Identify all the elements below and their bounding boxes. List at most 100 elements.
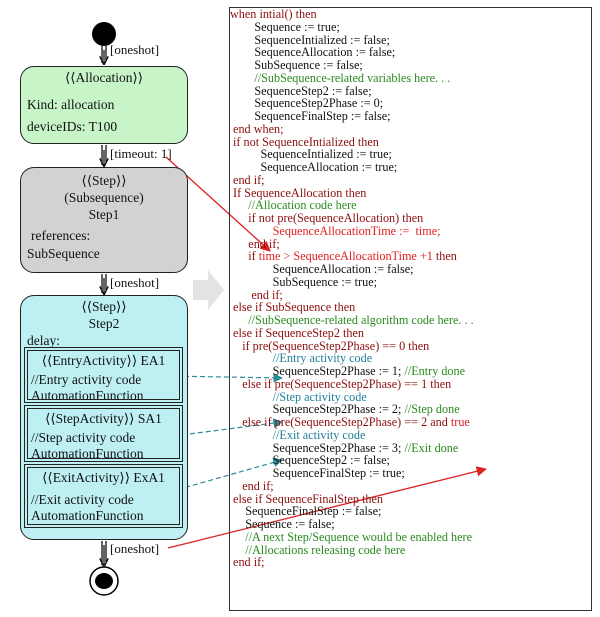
step1-name: Step1 (88, 207, 120, 222)
pointer-arrow-icon (193, 270, 224, 310)
code-line: If SequenceAllocation then (230, 185, 474, 200)
exit-activity-box[interactable]: ⟨⟨ExitActivity⟩⟩ ExA1 //Exit activity co… (24, 464, 183, 528)
code-line: Sequence := false; (230, 518, 474, 531)
code-token: //Step activity code (272, 389, 367, 404)
step-activity-box[interactable]: ⟨⟨StepActivity⟩⟩ SA1 //Step activity cod… (24, 405, 183, 462)
code-line: end if; (230, 236, 474, 251)
code-line: end if; (230, 478, 474, 493)
code-token: end when; (233, 121, 284, 136)
exit-activity-function: AutomationFunction (31, 508, 144, 523)
code-token: If SequenceAllocation then (233, 185, 367, 200)
code-token: else if SequenceFinalStep then (233, 491, 383, 506)
code-line: if not SequenceIntialized then (230, 135, 474, 149)
code-token: SubSequence := true; (272, 274, 378, 289)
code-token: SequenceStep2 := false; (254, 83, 372, 98)
code-line: SequenceStep2Phase := 0; (230, 97, 474, 110)
code-token: SequenceAllocation := true; (260, 160, 398, 174)
code-token: //Exit activity code (272, 427, 366, 442)
code-line: SequenceFinalStep := false; (230, 505, 474, 518)
code-token: end if; (242, 478, 274, 493)
step-activity-comment: //Step activity code (31, 430, 136, 445)
entry-activity-title: ⟨⟨EntryActivity⟩⟩ EA1 (41, 353, 166, 368)
code-token: //Allocation code here (248, 198, 357, 213)
code-line: //Step activity code (230, 389, 474, 404)
code-token: //SubSequence-related variables here. . … (254, 70, 451, 85)
code-listing: when intial() then Sequence := true; Seq… (230, 8, 474, 569)
code-token: end if; (251, 287, 283, 302)
initial-node (92, 22, 116, 46)
code-token: SequenceIntialized := false; (254, 32, 390, 47)
code-line: SequenceStep2Phase := 3; //Exit done (230, 440, 474, 455)
code-line: end if; (230, 287, 474, 302)
code-line: SequenceAllocationTime := time; (230, 223, 474, 238)
code-line: else if SequenceFinalStep then (230, 491, 474, 506)
allocation-device: deviceIDs: T100 (27, 119, 118, 134)
code-token: time > SequenceAllocationTime +1 (258, 249, 433, 264)
exit-activity-comment: //Exit activity code (31, 492, 134, 507)
entry-activity-comment: //Entry activity code (31, 372, 142, 387)
code-token: if (248, 249, 259, 264)
code-line: //SubSequence-related variables here. . … (230, 70, 474, 85)
code-line: Sequence := true; (230, 19, 474, 34)
step-activity-function: AutomationFunction (31, 446, 144, 461)
code-token: end if; (248, 236, 280, 251)
code-token: //Exit done (404, 440, 459, 455)
red-arrow-oneshot (167, 466, 488, 549)
transition-label-final: [oneshot] (110, 541, 160, 556)
code-token: SequenceStep2Phase := 3; (272, 440, 405, 455)
code-token: Sequence := false; (245, 517, 335, 531)
code-line: else if SubSequence then (230, 301, 474, 314)
code-line: else if pre(SequenceStep2Phase) == 2 and… (230, 416, 474, 429)
code-line: end if; (230, 173, 474, 187)
allocation-kind: Kind: allocation (27, 97, 115, 112)
code-token: Sequence := true; (254, 19, 340, 34)
transition-label-initial: [oneshot] (110, 42, 160, 57)
code-token: SequenceFinalStep := true; (272, 466, 405, 480)
code-token: //Step done (404, 402, 460, 417)
code-line: SequenceFinalStep := false; (230, 110, 474, 123)
code-line: SubSequence := true; (230, 274, 474, 289)
code-token: //Entry done (404, 364, 466, 378)
code-token: end if; (233, 555, 265, 570)
code-line: end if; (230, 556, 474, 569)
code-line: if pre(SequenceStep2Phase) == 0 then (230, 338, 474, 353)
code-line: //A next Step/Sequence would be enabled … (230, 529, 474, 544)
code-line: if time > SequenceAllocationTime +1 then (230, 250, 474, 263)
step2-delay: delay: (27, 333, 60, 348)
code-line: SequenceIntialized := true; (230, 148, 474, 161)
code-token: else if SequenceStep2 then (233, 325, 365, 340)
code-line: SequenceStep2 := false; (230, 83, 474, 98)
code-line: SequenceAllocation := false; (230, 46, 474, 59)
code-line: SequenceStep2Phase := 1; //Entry done (230, 365, 474, 378)
step-activity-title: ⟨⟨StepActivity⟩⟩ SA1 (45, 411, 162, 426)
code-token: SequenceAllocation := false; (254, 45, 396, 60)
step1-stereotype: ⟨⟨Step⟩⟩ (81, 173, 127, 188)
code-token: SequenceStep2Phase := 2; (272, 402, 405, 417)
code-line: when intial() then (230, 8, 474, 21)
code-token: true (450, 415, 470, 429)
step1-state[interactable]: ⟨⟨Step⟩⟩ (Subsequence) Step1 references:… (20, 167, 188, 273)
code-token: else if pre(SequenceStep2Phase) == 2 and (242, 415, 451, 429)
allocation-state[interactable]: ⟨⟨Allocation⟩⟩ Kind: allocation deviceID… (20, 66, 188, 144)
code-token: //A next Step/Sequence would be enabled … (245, 529, 472, 544)
code-token: if pre(SequenceStep2Phase) == 0 then (242, 338, 430, 353)
code-token: //Entry activity code (272, 351, 373, 366)
code-token: SequenceIntialized := true; (260, 147, 392, 162)
code-line: else if SequenceStep2 then (230, 325, 474, 340)
code-token: else if SubSequence then (233, 300, 356, 315)
transition-label-oneshot: [oneshot] (110, 275, 160, 290)
code-token: SequenceStep2 := false; (272, 453, 390, 468)
step1-references-value: SubSequence (27, 246, 100, 261)
code-token: SequenceFinalStep := false; (254, 109, 391, 123)
code-line: SequenceStep2 := false; (230, 454, 474, 467)
entry-activity-box[interactable]: ⟨⟨EntryActivity⟩⟩ EA1 //Entry activity c… (24, 347, 183, 403)
code-line: SequenceStep2Phase := 2; //Step done (230, 403, 474, 416)
code-token: SequenceAllocationTime := time; (272, 223, 441, 238)
code-token: else if pre(SequenceStep2Phase) == 1 the… (242, 376, 452, 391)
step1-references-label: references: (31, 228, 91, 243)
code-line: //Allocation code here (230, 199, 474, 212)
code-line: end when; (230, 121, 474, 136)
code-token: SequenceStep2Phase := 1; (272, 364, 405, 378)
exit-activity-title: ⟨⟨ExitActivity⟩⟩ ExA1 (42, 470, 165, 485)
allocation-title: ⟨⟨Allocation⟩⟩ (64, 70, 144, 85)
